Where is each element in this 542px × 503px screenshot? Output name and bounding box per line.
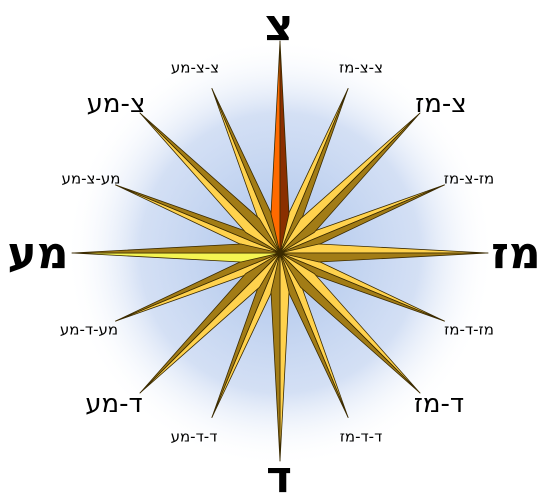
label-wsw: מע-ד-מע — [60, 323, 118, 338]
label-ene: מז-צ-מז — [444, 172, 495, 187]
label-ssw: ד-ד-מע — [171, 430, 218, 445]
label-sse: ד-ד-מז — [340, 430, 383, 445]
label-nnw: צ-צ-מע — [171, 61, 219, 76]
label-wnw: מע-צ-מע — [62, 172, 121, 187]
label-east: מז — [491, 232, 540, 276]
label-ese: מז-ד-מז — [444, 323, 494, 338]
label-south: ד — [266, 456, 292, 500]
label-west: מע — [7, 232, 68, 276]
label-nne: צ-צ-מז — [339, 61, 383, 76]
label-southwest: ד-מע — [85, 391, 143, 417]
label-northwest: צ-מע — [87, 91, 146, 117]
label-southeast: ד-מז — [414, 391, 464, 417]
label-northeast: צ-מז — [415, 91, 466, 117]
label-north: צ — [265, 4, 294, 48]
